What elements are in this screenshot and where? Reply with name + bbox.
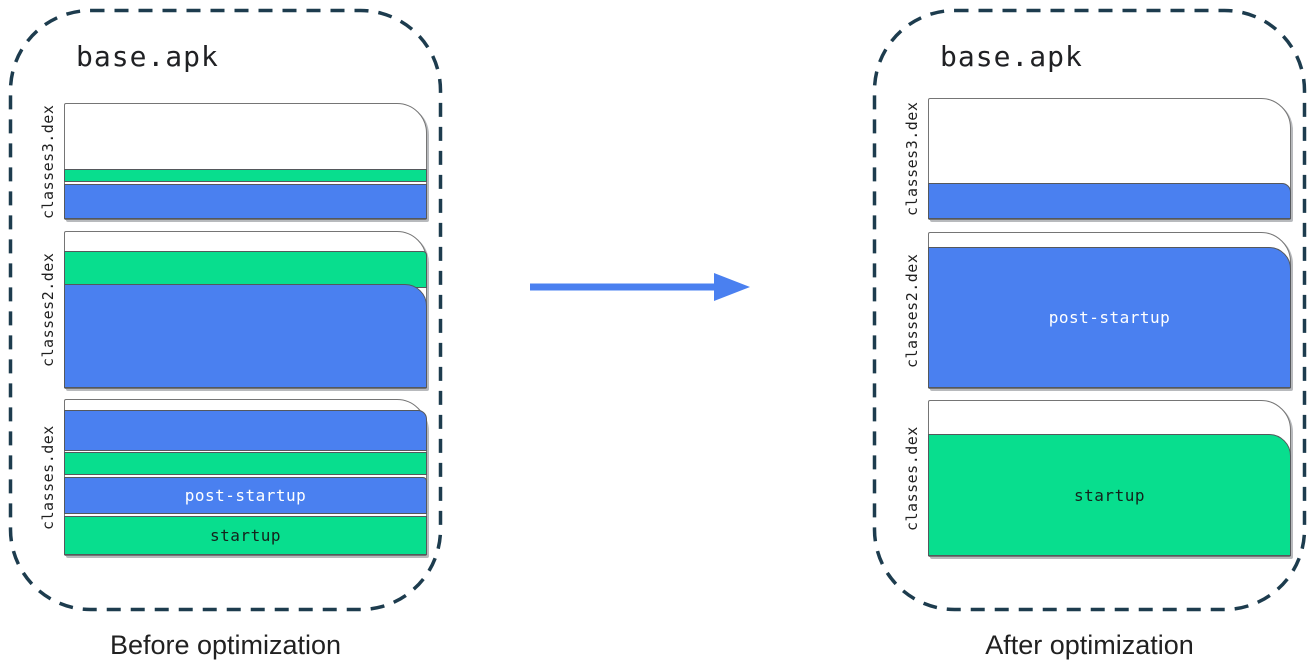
file-classes3-dex: classes3.dex [32, 103, 427, 220]
file-classes-dex: classes.dex post-startup startup [32, 399, 427, 556]
segment-startup: startup [64, 516, 427, 555]
segment-label-startup: startup [210, 526, 281, 545]
caption-before: Before optimization [109, 630, 342, 660]
panel-before-optimization: base.apk classes3.dex classes2.dex class… [8, 8, 443, 664]
segment-startup: startup [928, 434, 1291, 556]
segment-post-startup [64, 284, 427, 388]
segment-post-startup [64, 184, 427, 219]
file-label: classes.dex [39, 425, 57, 530]
file-label: classes.dex [903, 426, 921, 531]
segment-startup [64, 169, 427, 182]
dex-page: startup [928, 400, 1291, 557]
file-label: classes3.dex [903, 101, 921, 217]
segment-label-post-startup: post-startup [184, 486, 307, 505]
segment-post-startup [64, 410, 427, 451]
file-classes-dex: classes.dex startup [896, 400, 1291, 557]
segment-post-startup [928, 183, 1291, 219]
dex-page [64, 103, 427, 220]
panel-after-optimization: base.apk classes3.dex classes2.dex post-… [872, 8, 1307, 664]
right-arrow-icon [530, 273, 750, 301]
dex-page: post-startup startup [64, 399, 427, 556]
segment-post-startup: post-startup [928, 247, 1291, 388]
file-label: classes2.dex [903, 253, 921, 368]
segment-post-startup: post-startup [64, 477, 427, 514]
caption-after: After optimization [985, 630, 1194, 660]
file-label: classes3.dex [39, 104, 57, 219]
segment-startup [64, 452, 427, 475]
apk-title: base.apk [940, 40, 1083, 73]
file-classes2-dex: classes2.dex post-startup [896, 232, 1291, 389]
segment-label-post-startup: post-startup [1048, 308, 1171, 327]
file-label: classes2.dex [39, 252, 57, 368]
segment-label-startup: startup [1074, 485, 1145, 505]
dex-page: post-startup [928, 232, 1291, 389]
file-classes2-dex: classes2.dex [32, 231, 427, 389]
dex-page [64, 231, 427, 389]
dex-page [928, 98, 1291, 220]
apk-title: base.apk [76, 40, 219, 73]
file-classes3-dex: classes3.dex [896, 98, 1291, 220]
segment-startup [64, 251, 427, 288]
